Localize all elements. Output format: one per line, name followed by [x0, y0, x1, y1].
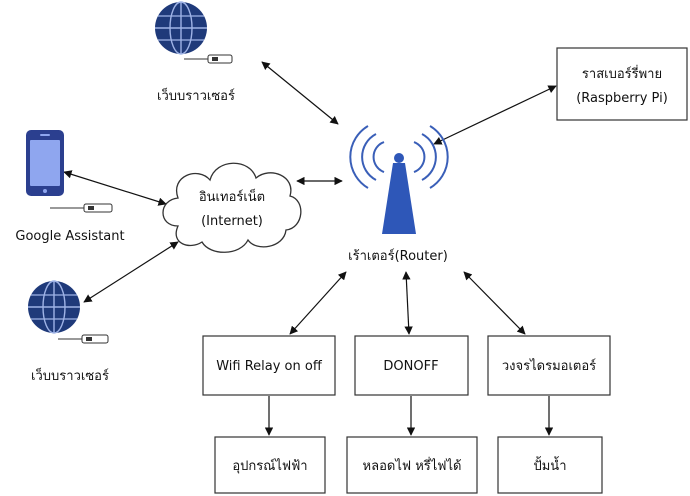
- google-assistant-node: Google Assistant: [15, 130, 125, 244]
- lamp-node: หลอดไฟ หรี่ไฟได้: [346, 436, 478, 494]
- arrow-router-wifi-relay: [289, 271, 347, 335]
- arrow-browser-internet: [83, 241, 179, 303]
- smartphone-icon: [26, 130, 64, 196]
- wifi-relay-label: Wifi Relay on off: [216, 359, 323, 374]
- arrow-phone-internet: [63, 170, 167, 206]
- pump-node: ปั้มน้ำ: [497, 436, 603, 494]
- internet-label-line2: (Internet): [201, 214, 263, 229]
- browser-left-node: เว็บบราวเซอร์: [28, 280, 109, 384]
- google-assistant-label: Google Assistant: [15, 229, 124, 244]
- lamp-label: หลอดไฟ หรี่ไฟได้: [363, 457, 462, 474]
- raspberry-label-line1: ราสเบอร์รี่พาย: [582, 65, 662, 82]
- appliance-node: อุปกรณ์ไฟฟ้า: [214, 436, 326, 494]
- arrow-browser-router: [261, 61, 339, 125]
- router-antenna-icon: [349, 125, 449, 234]
- globe-icon: [155, 1, 207, 55]
- donoff-node: DONOFF: [354, 335, 469, 396]
- cloud-icon: [162, 162, 302, 253]
- appliance-label: อุปกรณ์ไฟฟ้า: [232, 458, 307, 474]
- pump-label: ปั้มน้ำ: [533, 456, 566, 474]
- globe-icon: [28, 280, 80, 334]
- donoff-label: DONOFF: [383, 359, 438, 374]
- router-node: เร้าเตอร์(Router): [348, 125, 449, 264]
- browser-top-node: เว็บบราวเซอร์: [155, 1, 235, 104]
- internet-node: อินเทอร์เน็ต (Internet): [162, 162, 302, 253]
- cable-plug-icon: [58, 334, 109, 344]
- wifi-relay-node: Wifi Relay on off: [202, 335, 336, 396]
- connectors: [63, 61, 557, 436]
- router-label: เร้าเตอร์(Router): [348, 248, 448, 264]
- raspberry-pi-node: ราสเบอร์รี่พาย (Raspberry Pi): [556, 47, 688, 121]
- arrow-router-motor: [463, 271, 526, 335]
- browser-top-label: เว็บบราวเซอร์: [157, 86, 235, 104]
- motor-circuit-node: วงจรไดรมอเตอร์: [487, 335, 611, 396]
- cable-plug-icon: [184, 54, 233, 64]
- raspberry-label-line2: (Raspberry Pi): [576, 91, 668, 106]
- browser-left-label: เว็บบราวเซอร์: [31, 366, 109, 384]
- arrow-raspberry-router: [433, 85, 557, 145]
- motor-circuit-label: วงจรไดรมอเตอร์: [502, 358, 596, 374]
- cable-plug-icon: [50, 203, 113, 213]
- arrow-router-donoff: [402, 271, 413, 335]
- internet-label-line1: อินเทอร์เน็ต: [199, 187, 265, 205]
